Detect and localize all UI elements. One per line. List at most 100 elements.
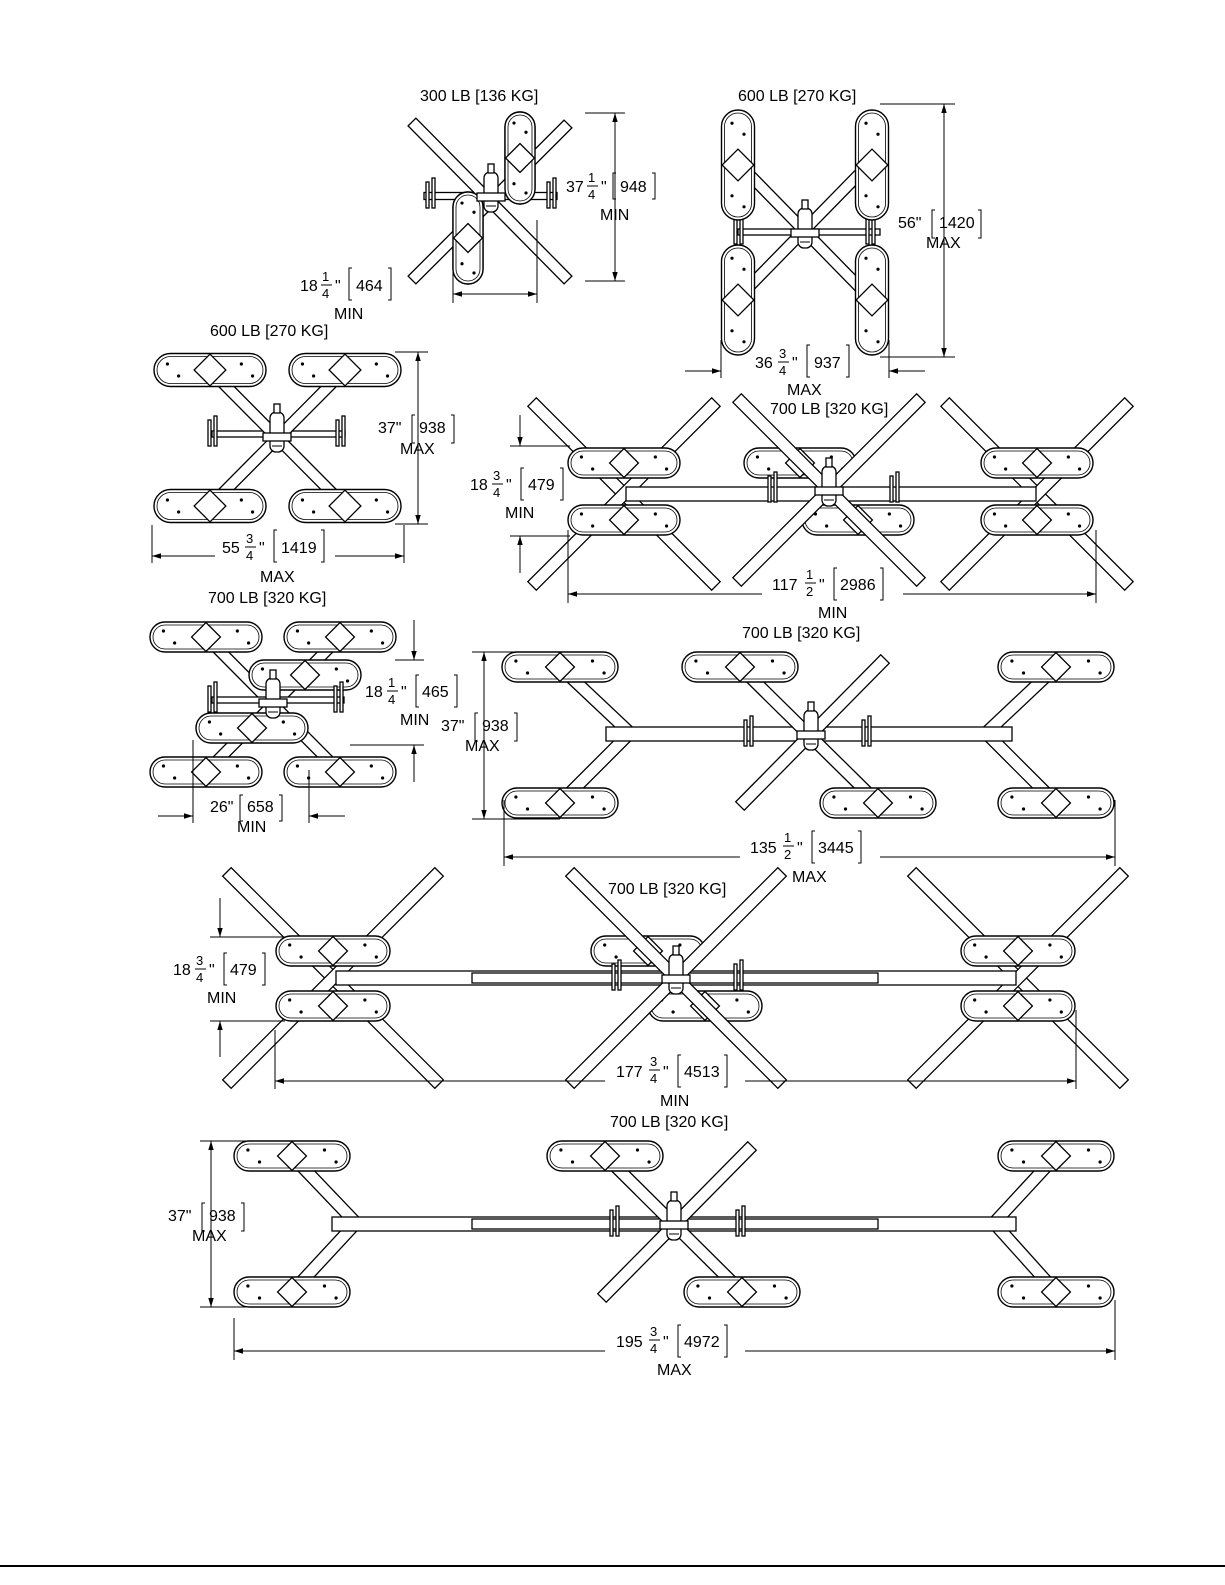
vacuum-pad <box>153 488 267 524</box>
svg-text:4: 4 <box>246 548 253 563</box>
svg-text:MIN: MIN <box>505 505 534 522</box>
svg-text:3: 3 <box>493 468 500 483</box>
svg-text:135: 135 <box>750 840 777 857</box>
vacuum-pad <box>960 990 1076 1022</box>
vacuum-pad <box>283 621 397 653</box>
svg-text:26": 26" <box>210 799 233 816</box>
capacity-label: 600 LB [270 KG] <box>738 88 856 105</box>
vacuum-pad <box>854 244 890 356</box>
lifter-head <box>790 199 820 249</box>
svg-text:4: 4 <box>322 286 329 301</box>
svg-text:2986: 2986 <box>840 577 876 594</box>
capacity-label: 700 LB [320 KG] <box>608 881 726 898</box>
view-700lb-117-min: 700 LB [320 KG] 18 3 4 " 479 MIN 117 1 2… <box>470 392 1135 622</box>
svg-text:479: 479 <box>528 477 555 494</box>
svg-text:": " <box>401 684 407 701</box>
svg-text:938: 938 <box>209 1208 236 1225</box>
svg-text:4: 4 <box>196 970 203 985</box>
svg-text:MAX: MAX <box>260 569 295 586</box>
vacuum-pad <box>997 1276 1115 1308</box>
svg-text:": " <box>506 477 512 494</box>
svg-text:3: 3 <box>196 953 203 968</box>
svg-text:55: 55 <box>222 540 240 557</box>
vacuum-pad <box>683 1276 801 1308</box>
view-600lb-vertical: 600 LB [270 KG] 56" 1420 MAX 36 3 4 " 93… <box>685 88 982 399</box>
svg-text:3: 3 <box>650 1324 657 1339</box>
svg-text:117: 117 <box>772 577 798 594</box>
vacuum-pad <box>546 1140 664 1172</box>
vacuum-pad <box>960 935 1076 967</box>
dimension-width: 195 3 4 " 4972 MAX <box>616 1324 728 1379</box>
capacity-label: 600 LB [270 KG] <box>210 323 328 340</box>
svg-text:MIN: MIN <box>660 1093 689 1110</box>
vacuum-pad <box>149 756 263 788</box>
svg-text:1419: 1419 <box>281 540 317 557</box>
vacuum-pad <box>997 787 1115 819</box>
vacuum-pad <box>501 651 619 683</box>
svg-text:MAX: MAX <box>787 382 822 399</box>
lifter-head <box>814 457 844 507</box>
dimension-height: 56" 1420 MAX <box>898 209 982 252</box>
view-700lb-135-max: 700 LB [320 KG] 37" 938 MAX 135 1 2 " 34… <box>441 625 1116 886</box>
svg-text:4513: 4513 <box>684 1064 720 1081</box>
vacuum-pad <box>854 109 890 221</box>
svg-text:MAX: MAX <box>192 1228 227 1245</box>
dimension-height: 18 3 4 " 479 MIN <box>470 467 564 522</box>
vacuum-pad <box>997 651 1115 683</box>
vacuum-pad <box>275 990 391 1022</box>
svg-text:": " <box>335 278 341 295</box>
svg-text:": " <box>259 540 265 557</box>
svg-text:938: 938 <box>419 420 446 437</box>
svg-text:4: 4 <box>650 1071 657 1086</box>
svg-text:18: 18 <box>300 278 318 295</box>
capacity-label: 700 LB [320 KG] <box>742 625 860 642</box>
svg-text:464: 464 <box>356 278 383 295</box>
vacuum-pad <box>980 504 1094 536</box>
vacuum-pad <box>681 651 799 683</box>
svg-text:MIN: MIN <box>334 306 363 323</box>
vacuum-pad <box>233 1276 351 1308</box>
lifter-head <box>661 945 691 995</box>
svg-text:18: 18 <box>173 962 191 979</box>
svg-text:MIN: MIN <box>237 819 266 836</box>
svg-text:479: 479 <box>230 962 257 979</box>
dimension-height: 37" 938 MAX <box>441 712 518 755</box>
vacuum-pad <box>149 621 263 653</box>
svg-text:3: 3 <box>246 531 253 546</box>
svg-text:1: 1 <box>388 675 395 690</box>
svg-text:948: 948 <box>620 179 647 196</box>
svg-text:": " <box>797 840 803 857</box>
svg-text:3445: 3445 <box>818 840 854 857</box>
svg-text:3: 3 <box>650 1054 657 1069</box>
dimension-width: 135 1 2 " 3445 MAX <box>750 830 862 886</box>
capacity-label: 700 LB [320 KG] <box>208 590 326 607</box>
svg-text:18: 18 <box>365 684 383 701</box>
view-600lb-horizontal: 600 LB [270 KG] 37" 938 MAX 55 3 4 " 141… <box>151 323 455 586</box>
vacuum-pad <box>452 191 484 285</box>
svg-text:4: 4 <box>650 1341 657 1356</box>
vacuum-pad <box>275 935 391 967</box>
svg-text:938: 938 <box>482 718 509 735</box>
lifter-head <box>476 163 506 213</box>
vacuum-pad <box>195 712 309 744</box>
dimension-height: 37" 938 MAX <box>168 1202 245 1245</box>
svg-text:37": 37" <box>378 420 401 437</box>
lifter-head <box>659 1191 689 1241</box>
svg-text:MAX: MAX <box>657 1362 692 1379</box>
svg-text:4: 4 <box>588 187 595 202</box>
svg-text:1: 1 <box>784 830 791 845</box>
svg-text:56": 56" <box>898 215 921 232</box>
capacity-label: 300 LB [136 KG] <box>420 88 538 105</box>
dimension-height: 18 3 4 " 479 MIN <box>173 952 266 1007</box>
capacity-label: 700 LB [320 KG] <box>610 1114 728 1131</box>
page-border-line <box>0 1565 1225 1567</box>
svg-text:465: 465 <box>422 684 449 701</box>
svg-text:": " <box>663 1334 669 1351</box>
view-700lb-26-min: 700 LB [320 KG] 18 1 4 " 465 MIN 26" 658… <box>149 590 458 836</box>
svg-text:MIN: MIN <box>600 207 629 224</box>
dimension-width: 177 3 4 " 4513 MIN <box>616 1054 728 1110</box>
dimension-height: 18 1 4 " 465 MIN <box>365 674 458 729</box>
dimension-width: 26" 658 MIN <box>210 794 283 836</box>
svg-text:4972: 4972 <box>684 1334 720 1351</box>
dimension-height: 37" 938 MAX <box>378 414 455 458</box>
